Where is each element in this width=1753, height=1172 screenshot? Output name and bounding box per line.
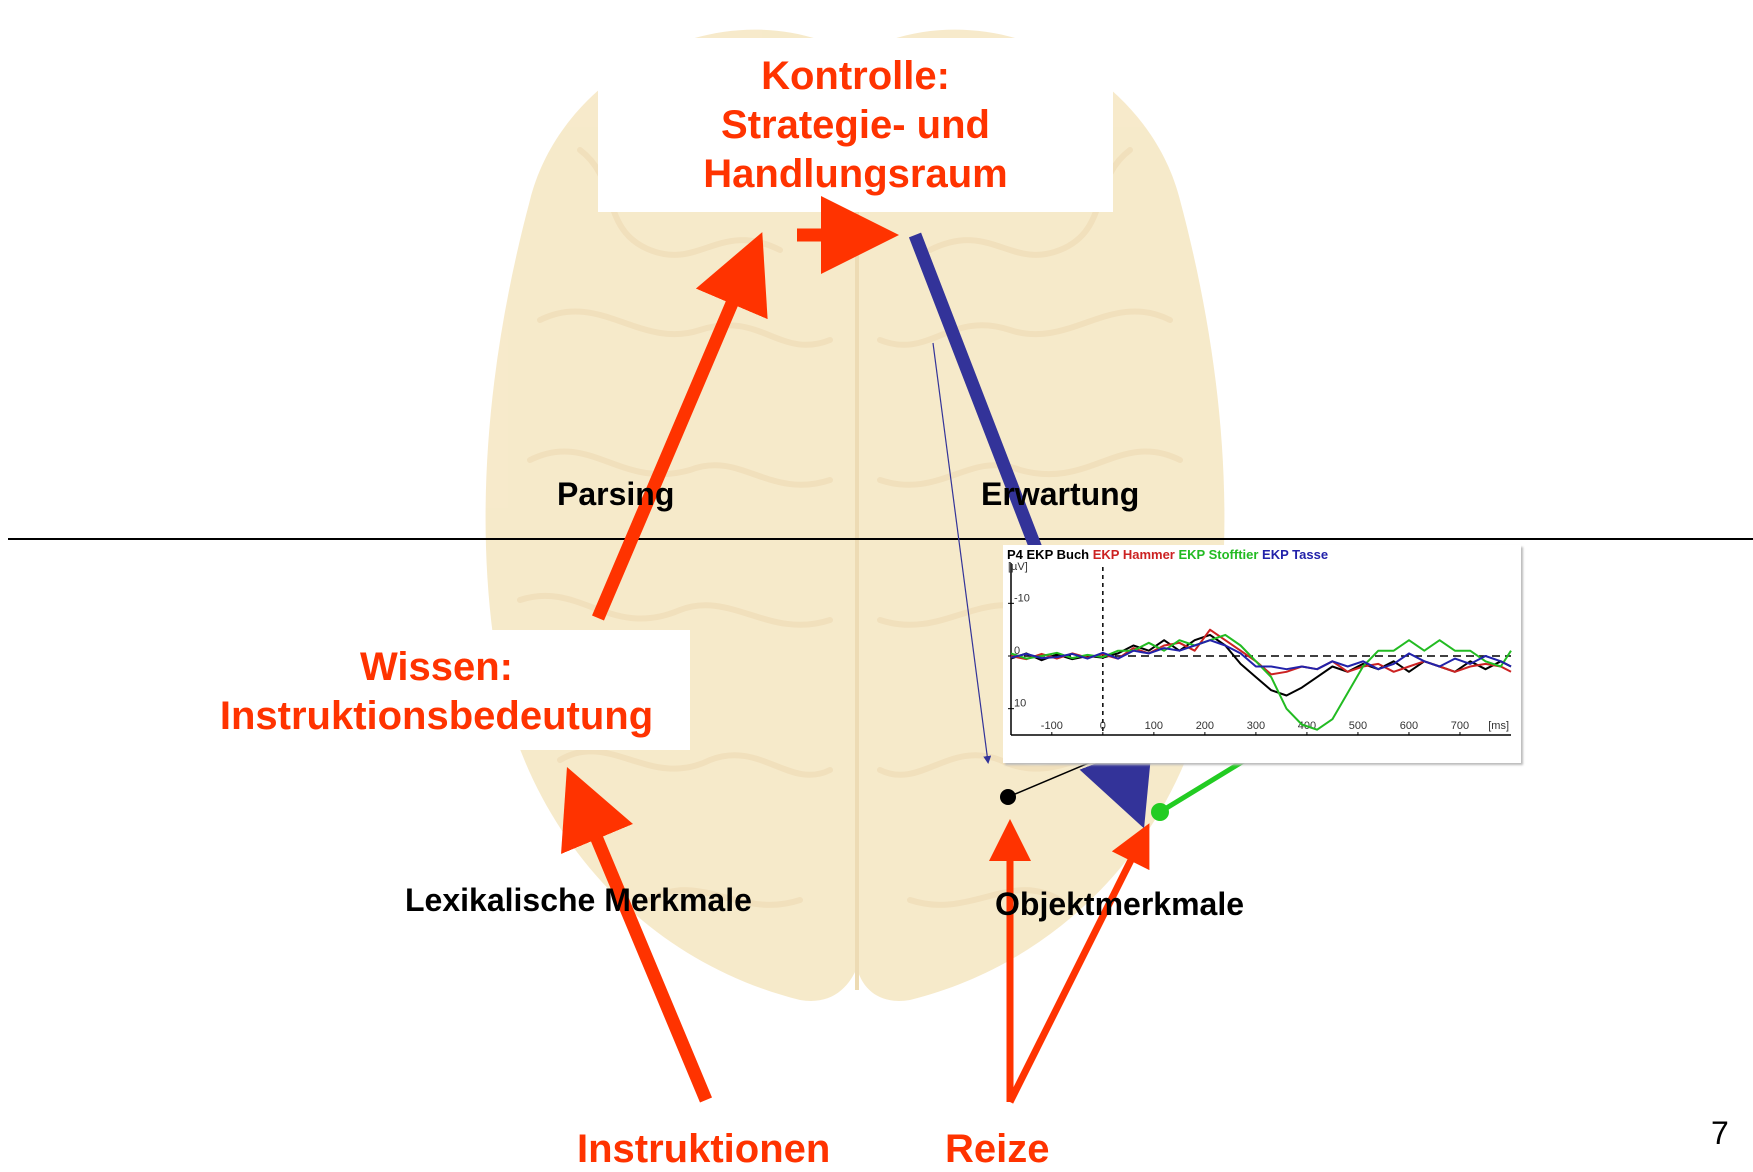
x-tick-label-2: 100 <box>1145 720 1163 732</box>
page-number: 7 <box>1711 1115 1729 1152</box>
control-title-line3: Handlungsraum <box>598 150 1113 199</box>
x-tick-label-8: 700 <box>1451 720 1469 732</box>
x-tick-label-4: 300 <box>1247 720 1265 732</box>
green-dot <box>1151 803 1169 821</box>
label-reize: Reize <box>945 1127 1050 1172</box>
label-objektmerkmale: Objektmerkmale <box>995 886 1244 923</box>
y-unit-label: [µV] <box>1008 561 1028 573</box>
x-tick-label-0: -100 <box>1041 720 1063 732</box>
x-tick-label-6: 500 <box>1349 720 1367 732</box>
x-tick-label-3: 200 <box>1196 720 1214 732</box>
legend-entry-0: P4 EKP Buch <box>1007 547 1089 562</box>
knowledge-title-line1: Wissen: <box>183 643 690 692</box>
x-tick-label-7: 600 <box>1400 720 1418 732</box>
legend-entry-2: EKP Stofftier <box>1175 547 1259 562</box>
label-parsing: Parsing <box>557 476 674 513</box>
erp-chart-panel: P4 EKP Buch EKP Hammer EKP Stofftier EKP… <box>1003 545 1521 763</box>
knowledge-title: Wissen: Instruktionsbedeutung <box>183 643 690 741</box>
x-tick-label-1: 0 <box>1100 720 1106 732</box>
y-tick-label-2: 10 <box>1014 698 1026 710</box>
x-unit-label: [ms] <box>1488 720 1509 732</box>
label-lexikalische-merkmale: Lexikalische Merkmale <box>405 882 752 919</box>
knowledge-title-line2: Instruktionsbedeutung <box>183 692 690 741</box>
black-dot <box>1000 789 1016 805</box>
y-tick-label-0: -10 <box>1014 592 1030 604</box>
control-title-line1: Kontrolle: <box>598 52 1113 101</box>
erp-legend: P4 EKP Buch EKP Hammer EKP Stofftier EKP… <box>1007 547 1328 562</box>
label-instruktionen: Instruktionen <box>577 1127 830 1172</box>
label-erwartung: Erwartung <box>981 476 1139 513</box>
legend-entry-1: EKP Hammer <box>1089 547 1175 562</box>
control-title-line2: Strategie- und <box>598 101 1113 150</box>
legend-entry-3: EKP Tasse <box>1258 547 1328 562</box>
control-title: Kontrolle: Strategie- und Handlungsraum <box>598 52 1113 199</box>
